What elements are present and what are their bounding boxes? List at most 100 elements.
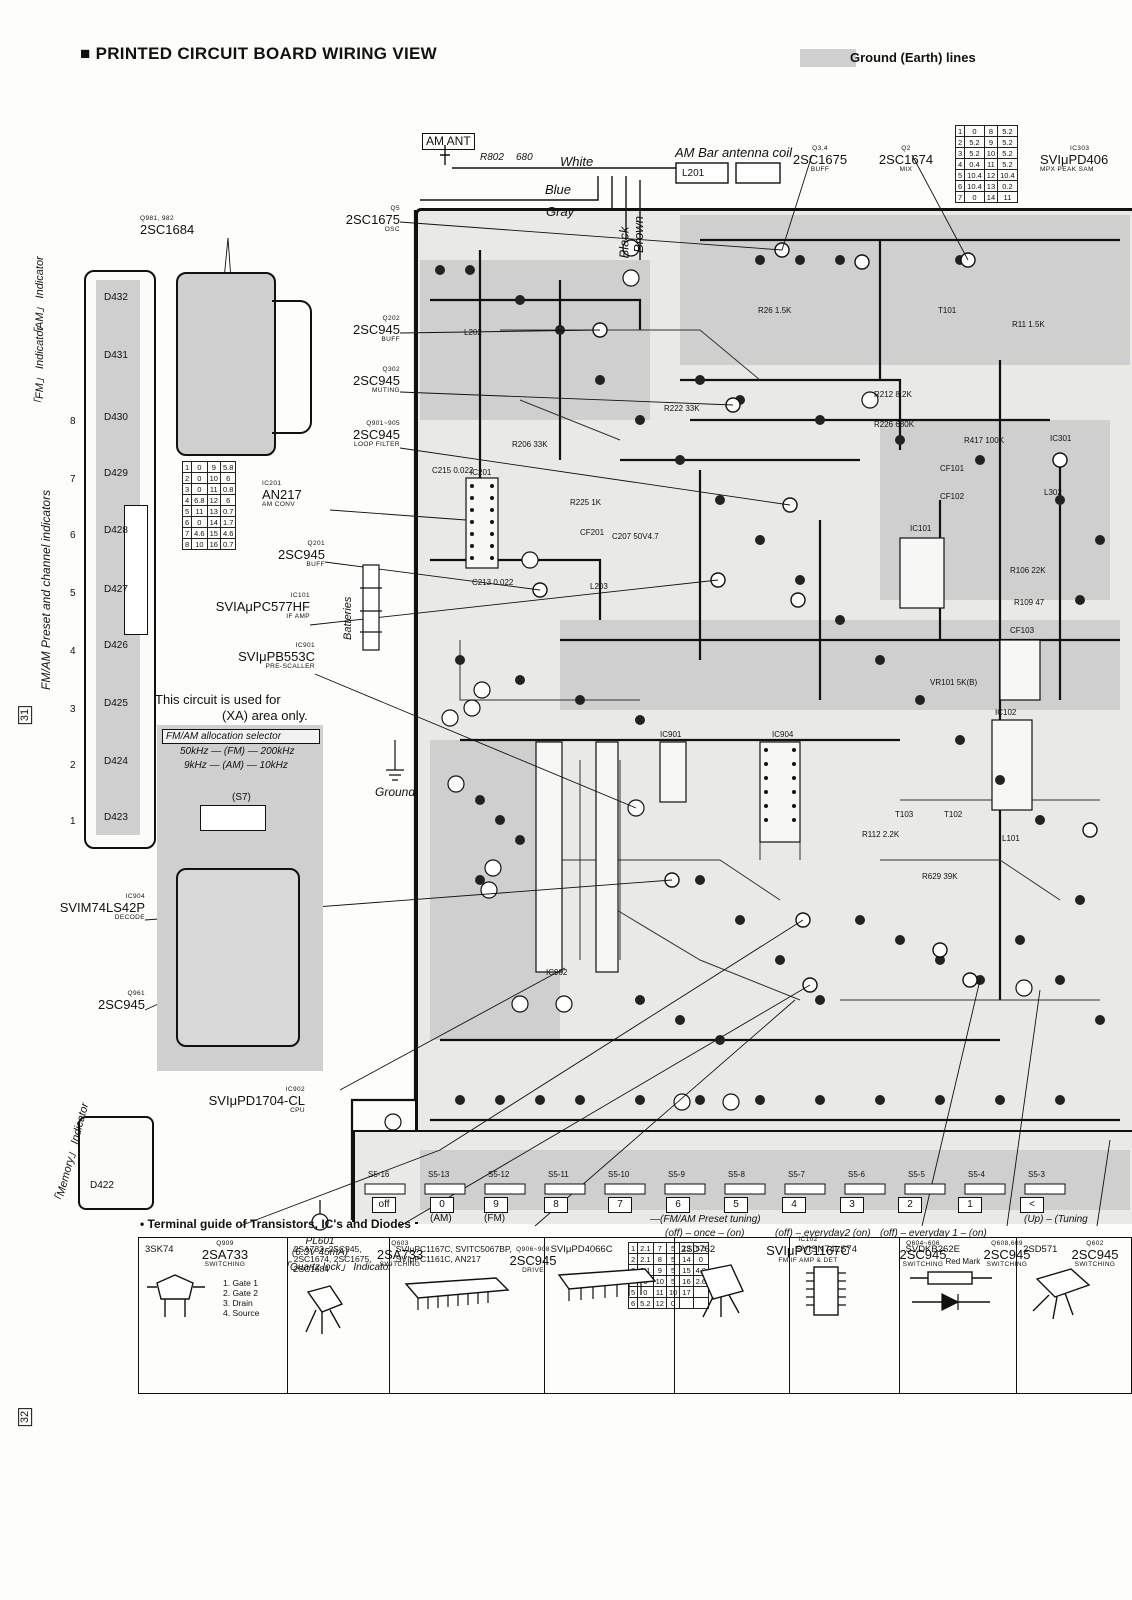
led-d422: D422 <box>90 1180 114 1191</box>
dip-package-icon <box>404 1277 510 1310</box>
terminal-guide-table: 3SK74 1. Gate 1 2. Gate 2 3. Drain 4. So… <box>138 1237 1132 1394</box>
key-9-caption: (FM) <box>484 1213 506 1224</box>
wire-white: White <box>560 154 594 169</box>
everyday2-caption: (off) – everyday2 (on) <box>775 1228 871 1239</box>
channel-8: 8 <box>70 416 76 427</box>
channel-4: 4 <box>70 646 76 657</box>
board-label-ic101: IC101 <box>910 524 932 533</box>
channel-3: 3 <box>70 704 76 715</box>
key-4[interactable]: 4 <box>782 1197 806 1213</box>
switch-s5-6: S5-6 <box>848 1170 865 1179</box>
wire-black: Black <box>616 226 632 259</box>
guide-cell-2sa733: 2SA733, 2SC945, 2SC1674, 2SC1675, 2SC168… <box>286 1237 390 1394</box>
key-7[interactable]: 7 <box>608 1197 632 1213</box>
diode-icon <box>909 1271 992 1311</box>
key-2[interactable]: 2 <box>898 1197 922 1213</box>
key-off[interactable]: off <box>372 1197 396 1213</box>
board-label-c213: C213 0.022 <box>472 578 514 587</box>
wire-blue: Blue <box>545 182 572 197</box>
terminal-circles <box>384 239 1033 1131</box>
guide-cell-sn74ls74: SVISN74LS74 <box>788 1237 900 1394</box>
switch-s5-9: S5-9 <box>668 1170 685 1179</box>
q5-label: Q5 2SC1675 OSC <box>345 205 400 233</box>
board-label-c207: C207 50V4.7 <box>612 532 659 541</box>
board-label-c215: C215 0.022 <box>432 466 474 475</box>
key-up[interactable]: < <box>1020 1197 1044 1213</box>
board-label-l203: L203 <box>590 582 608 591</box>
guide-cell-2sd571: 2SD571 <box>1016 1237 1132 1394</box>
switch-s5-10: S5-10 <box>608 1170 630 1179</box>
guide-cell-2sd762: 2SD762 <box>673 1237 790 1394</box>
everyday1-caption: (off) – everyday 1 – (on) <box>880 1228 987 1239</box>
switch-s5-16: S5-16 <box>368 1170 390 1179</box>
switch-s5-4: S5-4 <box>968 1170 985 1179</box>
board-label-r26: R26 1.5K <box>758 306 792 315</box>
q302-label: Q302 2SC945 MUTING <box>353 366 400 394</box>
led-d431: D431 <box>104 350 128 361</box>
channel-7: 7 <box>70 474 76 485</box>
fm-indicator-label: 「FM」 Indicator <box>34 326 46 410</box>
pads <box>435 255 1105 1105</box>
wire-brown: Brown <box>630 216 646 253</box>
board-label-r629: R629 39K <box>922 872 958 881</box>
board-label-l101: L101 <box>1002 834 1020 843</box>
battery-and-ground <box>360 564 404 781</box>
switch-s7[interactable] <box>200 805 266 831</box>
key-8[interactable]: 8 <box>544 1197 568 1213</box>
q201-label: Q201 2SC945 BUFF <box>278 540 325 568</box>
led-d430: D430 <box>104 412 128 423</box>
ground-regions <box>420 215 1130 1210</box>
3sk74-package-icon <box>147 1274 205 1317</box>
dip-vertical-package-icon <box>805 1266 846 1316</box>
key-9[interactable]: 9 <box>484 1197 508 1213</box>
once-caption: (off) – once – (on) <box>665 1228 745 1239</box>
q961-label: Q961 2SC945 <box>98 990 145 1012</box>
pl601-lamp <box>311 1200 329 1231</box>
led-d429: D429 <box>104 468 128 479</box>
ic303-label: IC303 SVIμPD406 MPX PEAK SAM <box>1040 145 1109 173</box>
board-label-t103: T103 <box>895 810 914 819</box>
am-ant-label: AM ANT <box>422 133 475 150</box>
switch-s5-8: S5-8 <box>728 1170 745 1179</box>
batteries-label: Batteries <box>342 596 354 640</box>
board-label-ic102: IC102 <box>995 708 1017 717</box>
switch-s7-label: (S7) <box>232 792 251 803</box>
key-1[interactable]: 1 <box>958 1197 982 1213</box>
key-0[interactable]: 0 <box>430 1197 454 1213</box>
q901-905-label: Q901~905 2SC945 LOOP FILTER <box>353 420 400 448</box>
led-d426: D426 <box>104 640 128 651</box>
l201-label: L201 <box>682 168 705 179</box>
channel-2: 2 <box>70 760 76 771</box>
q2-label: Q2 2SC1674 MIX <box>878 145 934 173</box>
key-6[interactable]: 6 <box>666 1197 690 1213</box>
allocation-selector-title: FM/AM allocation selector <box>162 729 320 744</box>
key-5[interactable]: 5 <box>724 1197 748 1213</box>
led-d427: D427 <box>104 584 128 595</box>
board-label-l202: L202 <box>464 328 482 337</box>
ic904-label: IC904 SVIM74LS42P DECODE <box>59 893 145 921</box>
key-3[interactable]: 3 <box>840 1197 864 1213</box>
channel-5: 5 <box>70 588 76 599</box>
board-label-t102: T102 <box>944 810 963 819</box>
allocation-fm-line: 50kHz — (FM) — 200kHz <box>180 746 295 757</box>
ground-legend-swatch <box>800 49 856 67</box>
led-d424: D424 <box>104 756 128 767</box>
board-label-r206: R206 33K <box>512 440 548 449</box>
decode-sub-board <box>176 868 300 1047</box>
ic101-label: IC101 SVIAμPC577HF IF AMP <box>215 592 310 620</box>
board-label-r109: R109 47 <box>1014 598 1045 607</box>
dip14-package-icon <box>557 1268 656 1301</box>
ic-pins <box>470 484 796 822</box>
board-label-cf102: CF102 <box>940 492 965 501</box>
board-label-l302: L302 <box>1044 488 1062 497</box>
wire-gray: Gray <box>546 204 575 219</box>
board-label-cf103: CF103 <box>1010 626 1035 635</box>
board-label-ic904: IC904 <box>772 730 794 739</box>
switch-s5-7: S5-7 <box>788 1170 805 1179</box>
r802-ref: R802 <box>480 152 504 163</box>
r802-value: 680 <box>516 152 533 163</box>
antenna-wiring <box>420 145 781 260</box>
